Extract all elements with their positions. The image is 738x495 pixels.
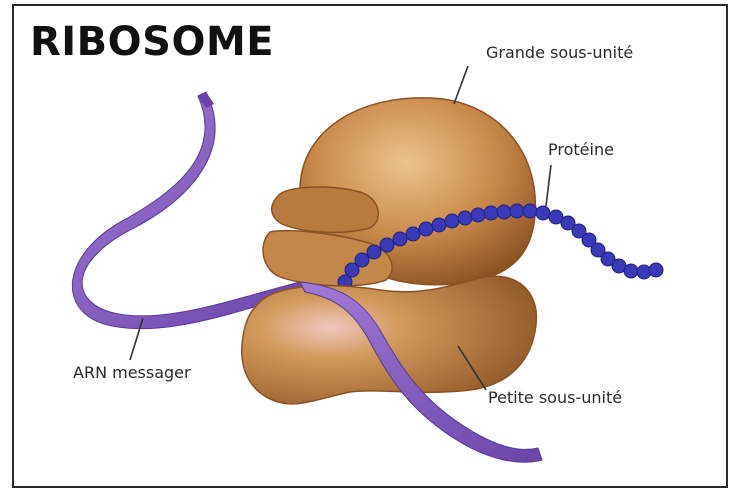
mrna-ribbon-back [72, 92, 305, 329]
label-mrna: ARN messager [73, 365, 191, 381]
diagram-title: RIBOSOME [30, 22, 274, 62]
small-subunit-shape [242, 276, 537, 404]
label-protein: Protéine [548, 142, 614, 158]
label-large-subunit: Grande sous-unité [486, 45, 633, 61]
label-small-subunit: Petite sous-unité [488, 390, 622, 406]
leader-line-protein [546, 165, 551, 206]
large-subunit-lobe [272, 187, 379, 232]
leader-line-large-subunit [454, 66, 468, 104]
